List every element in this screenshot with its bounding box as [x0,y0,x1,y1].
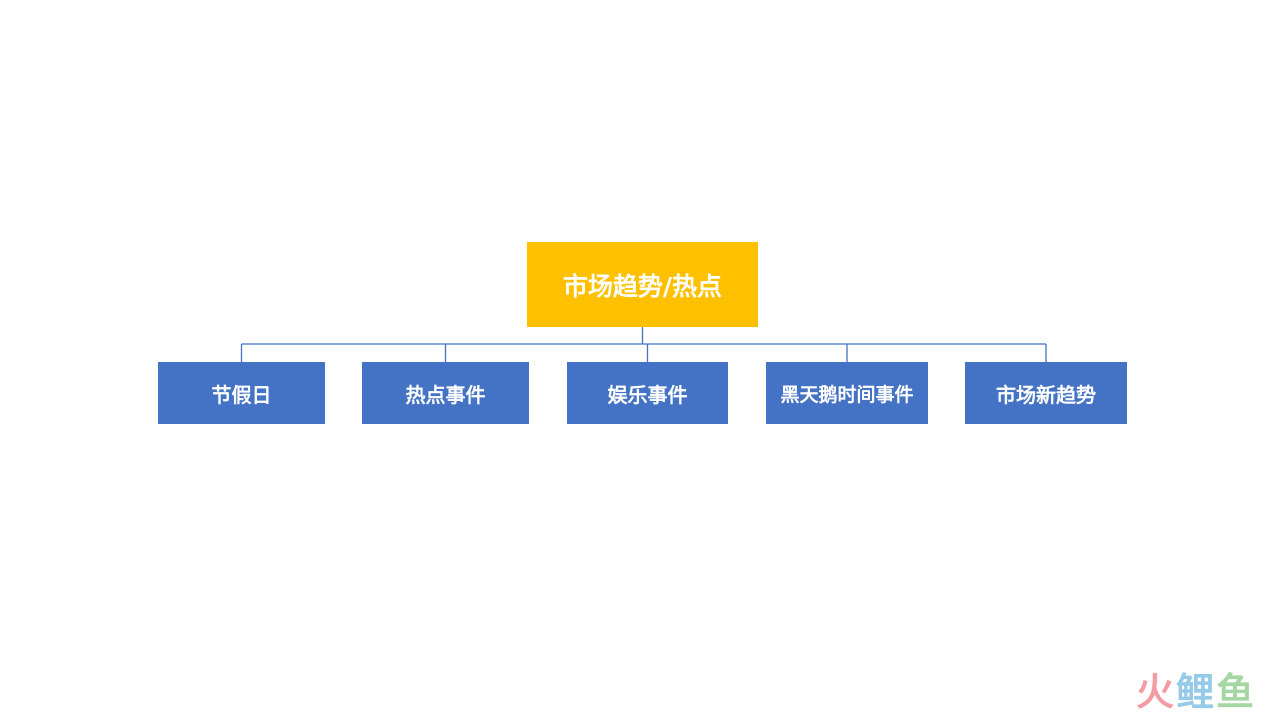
child-node-entertainment-events: 娱乐事件 [567,362,728,424]
child-node-label: 热点事件 [405,382,486,407]
watermark-char-2: 鲤 [1175,669,1216,714]
watermark-char-3: 鱼 [1215,669,1256,714]
root-node-label: 市场趋势/热点 [562,271,723,301]
watermark-logo: 火 鲤 鱼 [1136,661,1256,716]
child-node-black-swan-events: 黑天鹅时间事件 [766,362,928,424]
child-node-label: 市场新趋势 [996,382,1096,407]
child-node-label: 节假日 [211,382,272,407]
root-node: 市场趋势/热点 [527,242,758,327]
child-node-holidays: 节假日 [158,362,325,424]
child-node-new-market-trends: 市场新趋势 [965,362,1127,424]
child-node-hot-events: 热点事件 [362,362,529,424]
child-node-label: 黑天鹅时间事件 [780,383,914,406]
watermark-char-1: 火 [1135,669,1176,714]
child-node-label: 娱乐事件 [607,382,688,407]
